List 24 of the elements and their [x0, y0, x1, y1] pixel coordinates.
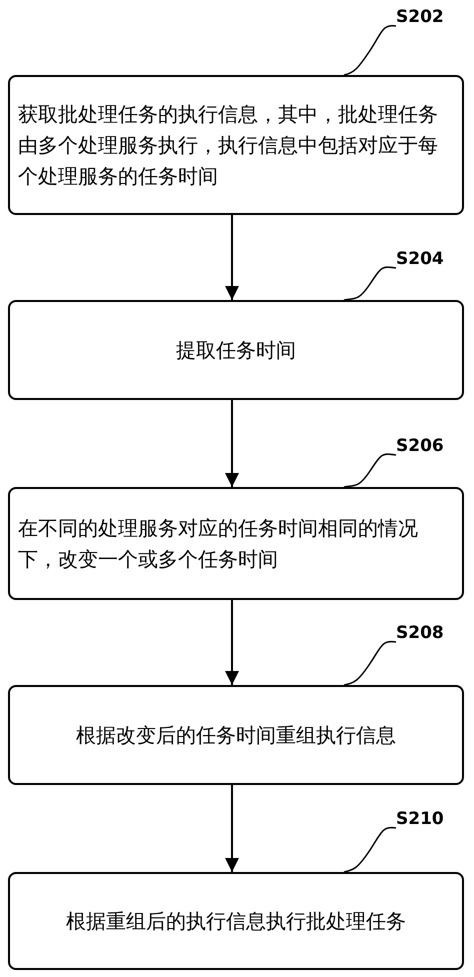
- step-text: 根据重组后的执行信息执行批处理任务: [66, 908, 406, 934]
- step-label: S202: [396, 4, 444, 30]
- arrow: [225, 215, 239, 300]
- process-box: [8, 487, 464, 600]
- step-text: 获取批处理任务的执行信息，其中，批处理任务由多个处理服务执行，执行信息中包括对应于每个处理服务的任务时间: [18, 100, 439, 190]
- process-box: [8, 685, 464, 785]
- leader-line: [344, 266, 396, 301]
- step-label: S210: [396, 806, 444, 832]
- arrow: [225, 785, 239, 872]
- process-box: [8, 872, 464, 970]
- process-box: [8, 75, 464, 215]
- leader-line: [344, 453, 396, 488]
- step-text: 根据改变后的任务时间重组执行信息: [76, 722, 396, 748]
- leader-line: [344, 640, 396, 686]
- leader-line: [344, 25, 396, 76]
- process-box: [8, 300, 464, 400]
- step-text: 在不同的处理服务对应的任务时间相同的情况下，改变一个或多个任务时间: [18, 514, 419, 572]
- step-label: S204: [396, 246, 444, 272]
- arrow: [225, 600, 239, 685]
- step-label: S208: [396, 620, 444, 646]
- step-text: 提取任务时间: [176, 336, 296, 364]
- leader-line: [344, 826, 396, 873]
- arrow: [225, 400, 239, 487]
- step-label: S206: [396, 433, 444, 459]
